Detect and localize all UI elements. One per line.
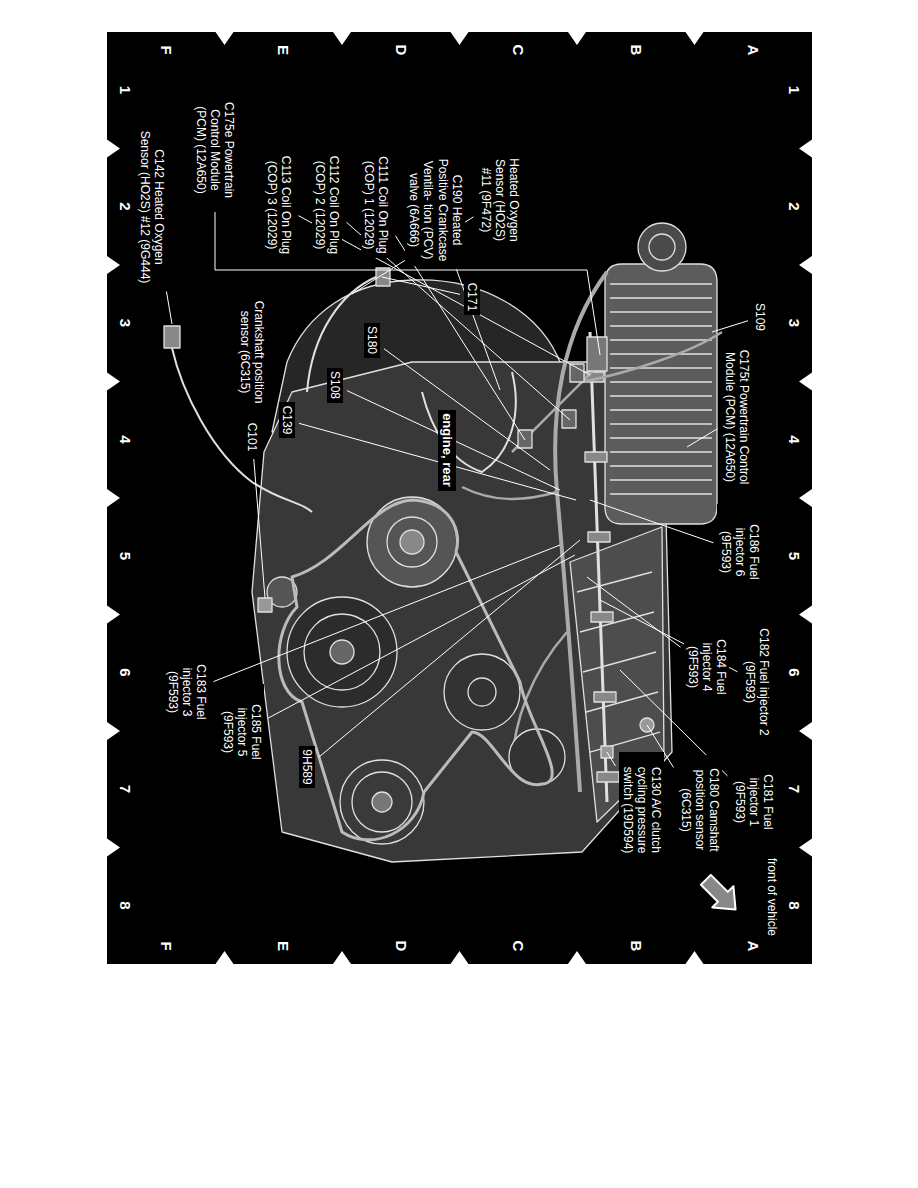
view-caption: engine, rear	[438, 410, 456, 491]
grid-tick	[107, 32, 812, 964]
leader-line	[456, 270, 500, 391]
leader-line	[384, 349, 550, 470]
leader-line	[319, 540, 580, 757]
part-label: C130 A/C clutch cycling pressure switch …	[619, 752, 664, 868]
grid-reference: 1	[116, 85, 134, 96]
alternator-pulley	[400, 530, 424, 554]
part-label: Crankshaft position sensor (6C315)	[237, 294, 268, 410]
drive-belt	[279, 500, 552, 840]
grid-reference: 3	[116, 318, 134, 329]
part-label: C142 Heated Oxygen Sensor (HO2S) #12 (9G…	[137, 127, 168, 288]
leader-line	[269, 555, 576, 718]
part-label: C182 Fuel injector 2 (9F593)	[742, 612, 773, 753]
grid-reference: A	[744, 939, 762, 953]
grid-reference: 8	[785, 900, 803, 911]
part-label: C181 Fuel injector 1 (9F593)	[731, 754, 776, 850]
grid-reference: A	[744, 43, 762, 57]
coil-on-plugs	[518, 364, 584, 448]
ac-clutch	[352, 772, 412, 832]
grid-reference: B	[627, 939, 645, 953]
grid-reference: C	[509, 43, 527, 57]
grid-reference: 5	[116, 551, 134, 562]
grid-reference: 6	[116, 667, 134, 678]
engine	[164, 223, 746, 920]
part-label: S108	[327, 368, 343, 403]
figure-panel: C175e Powertrain Control Module (PCM) (1…	[107, 32, 812, 964]
crankshaft-sensor	[258, 598, 272, 612]
part-label: C183 Fuel injector 3 (9F593)	[164, 644, 209, 740]
intake-manifold	[605, 264, 717, 524]
leader-line	[712, 321, 748, 332]
crankshaft-bolt	[330, 640, 354, 664]
part-label: C139	[279, 402, 295, 438]
part-label: front of vehicle	[764, 855, 780, 940]
grid-reference: 6	[785, 667, 803, 678]
grid-reference: E	[274, 940, 292, 953]
intake-ribs	[610, 284, 712, 494]
throttle-bore	[649, 234, 675, 260]
part-label: S109	[752, 300, 768, 335]
part-label: Heated Oxygen Sensor (HO2S) #11 (9F472)	[477, 147, 522, 253]
fuel-rail	[590, 332, 607, 802]
leader-line	[587, 577, 681, 647]
leader-line	[607, 752, 616, 766]
part-label: C113 Coil On Plug (COP) 3 (12029)	[264, 152, 295, 258]
part-label: C171	[464, 279, 480, 315]
front-arrow	[695, 869, 746, 920]
leader-line	[214, 545, 561, 682]
grid-reference: 1	[785, 85, 803, 96]
grid-reference: 8	[116, 900, 134, 911]
power-steering-pulley	[444, 654, 520, 730]
grid-reference: 4	[785, 434, 803, 445]
leader-line	[254, 459, 265, 598]
part-label: C175t Powertrain Control Module (PCM) (1…	[722, 342, 753, 493]
ac-compressor	[340, 760, 424, 844]
part-label: 9H589	[299, 746, 315, 788]
leader-line	[687, 429, 718, 447]
leader-line	[590, 500, 714, 543]
grid-reference: D	[392, 939, 410, 953]
part-label: C190 Heated Positive Crankcase Ventila- …	[405, 155, 465, 266]
throttle-body	[638, 223, 686, 271]
part-label: C112 Coil On Plug (COP) 2 (12029)	[312, 152, 343, 258]
grid-reference: 4	[116, 434, 134, 445]
ac-hub	[372, 792, 392, 812]
part-label: C101	[244, 419, 260, 455]
grid-reference: 2	[116, 201, 134, 212]
grid-reference: B	[627, 43, 645, 57]
leader-line	[396, 236, 526, 440]
alternator-fan	[387, 517, 437, 567]
grid-reference: 5	[785, 551, 803, 562]
part-label: C186 Fuel injector 6 (9F593)	[717, 504, 762, 600]
grid-reference: F	[157, 940, 175, 952]
leader-line	[382, 277, 460, 294]
power-steering-hub	[468, 678, 496, 706]
grid-reference: 3	[785, 318, 803, 329]
part-label: C180 Camshaft position sensor (6C315)	[677, 755, 722, 866]
leader-line	[166, 292, 172, 325]
grid-reference: D	[392, 43, 410, 57]
part-label: C184 Fuel injector 4 (9F593)	[684, 619, 729, 715]
grid-reference: 7	[116, 784, 134, 795]
ho2s-12-plug	[164, 326, 180, 348]
leader-line	[347, 391, 560, 490]
part-label: S180	[364, 323, 380, 358]
grid-reference: E	[274, 44, 292, 57]
part-label: C175e Powertrain Control Module (PCM) (1…	[192, 92, 237, 208]
grid-reference: 7	[785, 784, 803, 795]
grid-reference: C	[509, 939, 527, 953]
part-label: C185 Fuel injector 5 (9F593)	[219, 684, 264, 780]
crankshaft-pulley	[287, 597, 397, 707]
grid-reference: F	[157, 44, 175, 56]
grid-reference: 2	[785, 201, 803, 212]
part-label: C111 Coil On Plug (COP) 1 (12029)	[361, 152, 392, 258]
pcm-connector	[587, 337, 607, 371]
